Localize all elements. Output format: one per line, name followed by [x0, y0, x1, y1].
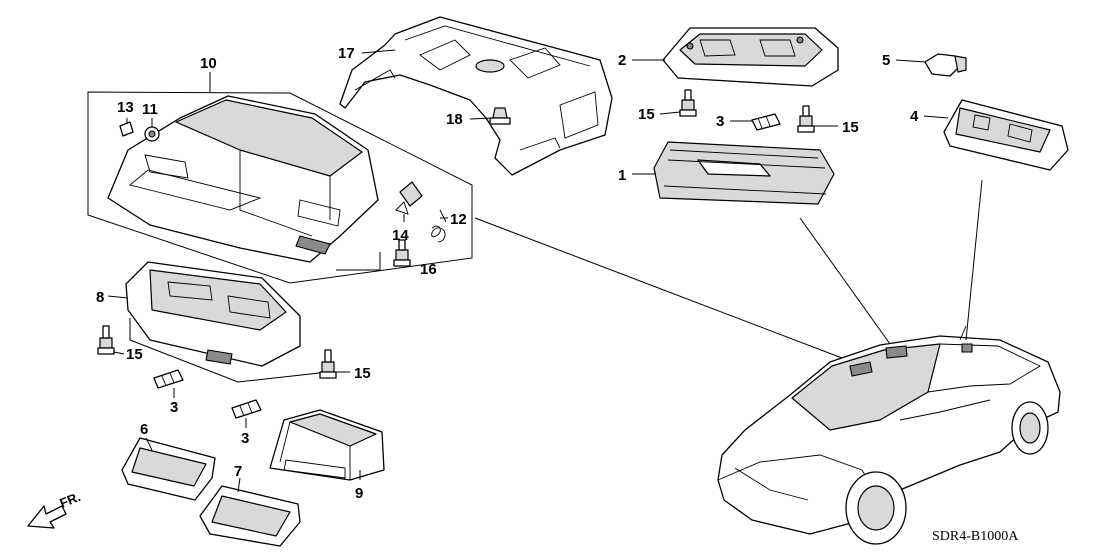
part-12-spring [431, 209, 447, 243]
direction-label: FR. [58, 489, 83, 511]
front-arrow-icon: FR. [27, 489, 83, 529]
callout-3-c: 3 [241, 430, 249, 447]
callout-labels: 17 2 15 3 15 1 18 5 4 10 13 11 12 14 16 … [96, 45, 919, 502]
part-2-map-lamp-housing [662, 27, 839, 87]
part-16-screw [336, 239, 411, 271]
part-8-lamp-unit [125, 261, 329, 383]
part-11-grommet [144, 126, 160, 142]
part-15-screw-a [679, 89, 697, 117]
callout-13: 13 [117, 99, 134, 116]
callout-15-d: 15 [354, 365, 371, 382]
part-4-rear-lamp [943, 99, 1069, 171]
callout-leaders [107, 49, 949, 493]
callout-4: 4 [910, 108, 919, 125]
callout-15-a: 15 [638, 106, 655, 123]
part-3-bulb-left [153, 369, 184, 389]
callout-14: 14 [392, 227, 409, 244]
part-6-lens [121, 437, 216, 501]
sedan-car-icon [717, 325, 1061, 545]
part-9-control-unit [269, 409, 385, 481]
part-1-lamp-lens [653, 141, 835, 205]
callout-2: 2 [618, 52, 626, 69]
callout-17: 17 [338, 45, 355, 62]
callout-16: 16 [420, 261, 437, 278]
leader-lines [474, 179, 983, 359]
callout-18: 18 [446, 111, 463, 128]
callout-1: 1 [618, 167, 626, 184]
part-17-console-bracket [339, 16, 613, 176]
part-15-screw-c [97, 325, 115, 355]
part-3-bulb-center [231, 399, 262, 419]
callout-10: 10 [200, 55, 217, 72]
part-14-switch [395, 181, 423, 215]
callout-9: 9 [355, 485, 363, 502]
callout-7: 7 [234, 463, 242, 480]
part-18-clip [489, 107, 511, 125]
callout-5: 5 [882, 52, 890, 69]
callout-3-b: 3 [170, 399, 178, 416]
callout-15-c: 15 [126, 346, 143, 363]
part-13-screw [119, 121, 134, 137]
part-7-lens [199, 485, 301, 547]
part-5-bulb-rear [924, 53, 967, 77]
part-15-screw-b [797, 105, 815, 133]
callout-3-a: 3 [716, 113, 724, 130]
part-3-bulb-top [751, 113, 781, 131]
callout-11: 11 [142, 101, 158, 118]
callout-8: 8 [96, 289, 104, 306]
callout-6: 6 [140, 421, 148, 438]
group-10-frame [87, 72, 473, 284]
callout-12: 12 [450, 211, 467, 228]
diagram-code: SDR4-B1000A [932, 529, 1019, 544]
part-10-overhead-console [107, 95, 379, 263]
callout-15-b: 15 [842, 119, 859, 136]
part-15-screw-d [319, 349, 337, 379]
